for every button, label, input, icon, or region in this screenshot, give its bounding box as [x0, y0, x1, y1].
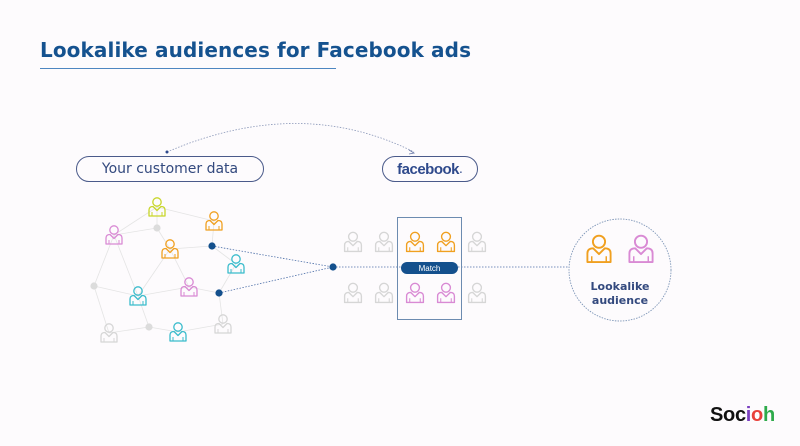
- blue-node: [208, 242, 216, 250]
- logo-prefix: Soc: [710, 404, 746, 426]
- grey-node: [145, 323, 153, 331]
- network-edge: [93, 285, 139, 297]
- logo-rainbow-part: ioh: [746, 404, 775, 426]
- logo-letter: i: [745, 404, 752, 426]
- person-icon: [405, 282, 425, 304]
- network-edge: [137, 286, 190, 297]
- socioh-logo: Socioh: [710, 404, 775, 427]
- title-underline: [40, 68, 336, 69]
- network-edge: [93, 234, 115, 287]
- network-edge: [169, 245, 213, 250]
- hub-node: [329, 263, 337, 271]
- grey-node: [90, 282, 98, 290]
- person-icon: [374, 231, 394, 253]
- customer-data-label: Your customer data: [101, 161, 239, 177]
- network-edge: [113, 206, 158, 236]
- lookalike-label-line1: Lookalike: [590, 280, 650, 293]
- person-icon: [374, 282, 394, 304]
- person-icon: [405, 231, 425, 253]
- facebook-pill: facebook.: [382, 156, 478, 182]
- grey-node: [153, 224, 161, 232]
- person-icon: [436, 231, 456, 253]
- facebook-logo: facebook: [397, 160, 460, 178]
- person-icon: [436, 282, 456, 304]
- facebook-match-box: [397, 217, 462, 320]
- lookalike-label-line2: audience: [591, 294, 649, 307]
- network-edge: [218, 292, 224, 325]
- network-edge: [113, 234, 139, 297]
- person-icon: [343, 282, 363, 304]
- network-edge: [137, 295, 150, 328]
- network-nodes: [90, 224, 223, 331]
- facebook-logo-dot: .: [459, 162, 463, 176]
- match-connectors: [211, 245, 568, 294]
- network-edge: [113, 227, 158, 236]
- flow-arc: [165, 123, 416, 155]
- network-edge: [218, 263, 237, 294]
- logo-letter: o: [751, 404, 763, 426]
- network-edge: [211, 220, 215, 247]
- network-edge: [177, 323, 224, 333]
- blue-node: [215, 289, 223, 297]
- match-badge: Match: [401, 262, 458, 274]
- network-edge: [108, 326, 150, 334]
- logo-letter: h: [762, 404, 775, 426]
- network-edge: [93, 285, 110, 334]
- person-icon: [467, 231, 487, 253]
- network-edge: [156, 206, 215, 222]
- network-edge: [156, 227, 171, 250]
- lookalike-audience-label: Lookalike audience: [574, 280, 666, 308]
- person-icon: [343, 231, 363, 253]
- person-icon: [467, 282, 487, 304]
- network-edge: [188, 286, 220, 294]
- network-edge: [169, 248, 190, 288]
- page-title: Lookalike audiences for Facebook ads: [40, 38, 472, 62]
- customer-data-pill: Your customer data: [76, 156, 264, 182]
